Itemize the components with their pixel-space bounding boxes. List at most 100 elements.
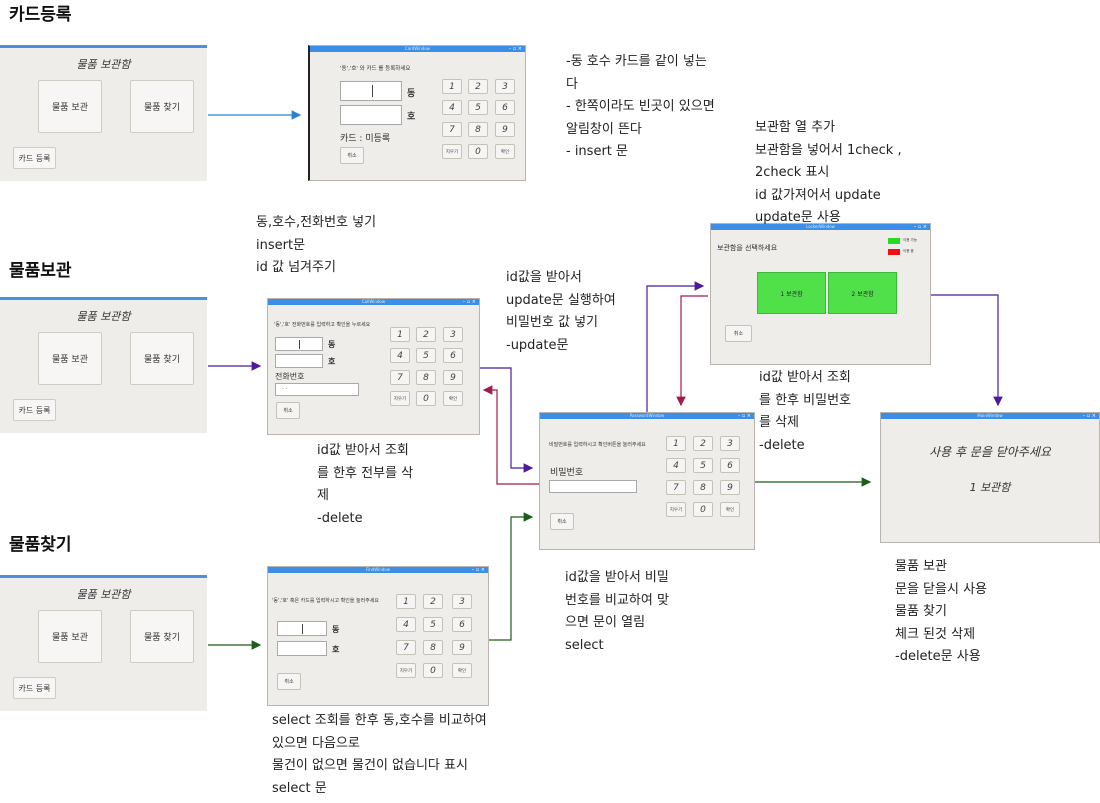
key-0[interactable]: 0 xyxy=(468,144,488,159)
note-password-update: id값을 받아서 update문 실행하여 비밀번호 값 넣기 -update문 xyxy=(506,270,616,353)
key-7[interactable]: 7 xyxy=(666,480,686,495)
note-delete-all: id값 받아서 조회 를 한후 전부를 삭 제 -delete xyxy=(317,443,414,526)
key-0[interactable]: 0 xyxy=(416,391,436,406)
note-password-select: id값을 받아서 비밀 번호를 비교하여 맞 으면 문이 열림 select xyxy=(565,570,669,653)
dong-label: 동 xyxy=(328,340,336,349)
key-1[interactable]: 1 xyxy=(666,436,686,451)
key-5[interactable]: 5 xyxy=(416,348,436,363)
key-4[interactable]: 4 xyxy=(396,617,416,632)
key-2[interactable]: 2 xyxy=(416,327,436,342)
store-button[interactable]: 물품 보관 xyxy=(38,610,102,663)
window-controls-icon: – ▫ × xyxy=(471,567,485,573)
key-1[interactable]: 1 xyxy=(396,594,416,609)
cancel-button[interactable]: 취소 xyxy=(550,513,574,530)
clear-button[interactable]: 지우기 xyxy=(396,663,416,678)
key-8[interactable]: 8 xyxy=(423,640,443,655)
key-0[interactable]: 0 xyxy=(693,502,713,517)
main-panel-title: 물품 보관함 xyxy=(76,310,131,323)
cancel-button[interactable]: 취소 xyxy=(277,673,301,690)
cancel-button[interactable]: 취소 xyxy=(725,325,752,342)
available-legend-swatch xyxy=(888,238,900,244)
window-titlebar: CardWindow– ▫ × xyxy=(310,46,525,52)
key-2[interactable]: 2 xyxy=(423,594,443,609)
clear-button[interactable]: 지우기 xyxy=(390,391,410,406)
key-4[interactable]: 4 xyxy=(442,100,462,115)
main-window: MainWindow– ▫ × 사용 후 문을 닫아주세요 1 보관함 xyxy=(880,412,1100,543)
card-register-button[interactable]: 카드 등록 xyxy=(13,147,56,169)
key-6[interactable]: 6 xyxy=(443,348,463,363)
key-7[interactable]: 7 xyxy=(396,640,416,655)
phone-input[interactable]: - - xyxy=(275,383,359,396)
key-6[interactable]: 6 xyxy=(720,458,740,473)
note-locker-update: 보관함 열 추가 보관함을 넣어서 1check , 2check 표시 id … xyxy=(755,120,902,225)
window-prompt: '동','호' 전화번호를 입력하고 확인을 누르세요 xyxy=(274,322,371,328)
key-7[interactable]: 7 xyxy=(442,122,462,137)
dong-input[interactable] xyxy=(277,621,327,636)
confirm-button[interactable]: 확인 xyxy=(443,391,463,406)
cancel-button[interactable]: 취소 xyxy=(340,147,364,164)
section-heading-store: 물품보관 xyxy=(9,261,72,281)
inuse-legend-label: 이용 중 xyxy=(903,249,914,253)
key-3[interactable]: 3 xyxy=(720,436,740,451)
key-9[interactable]: 9 xyxy=(443,370,463,385)
confirm-button[interactable]: 확인 xyxy=(495,144,515,159)
locker-2-button[interactable]: 2 보관함 xyxy=(828,272,897,314)
find-button[interactable]: 물품 찾기 xyxy=(130,610,194,663)
ho-input[interactable] xyxy=(277,641,327,656)
card-register-button[interactable]: 카드 등록 xyxy=(13,677,56,699)
card-register-button[interactable]: 카드 등록 xyxy=(13,399,56,421)
call-window: CallWindow– ▫ × '동','호' 전화번호를 입력하고 확인을 누… xyxy=(267,298,480,435)
find-button[interactable]: 물품 찾기 xyxy=(130,80,194,133)
available-legend-label: 이용 가능 xyxy=(903,238,917,242)
arrow-password-to-locker xyxy=(646,281,705,412)
cancel-button[interactable]: 취소 xyxy=(276,402,300,419)
key-4[interactable]: 4 xyxy=(390,348,410,363)
main-panel-find: 물품 보관함 물품 보관 물품 찾기 카드 등록 xyxy=(0,575,207,711)
clear-button[interactable]: 지우기 xyxy=(666,502,686,517)
key-8[interactable]: 8 xyxy=(693,480,713,495)
arrow-password-back-to-callwindow xyxy=(482,385,539,485)
key-9[interactable]: 9 xyxy=(495,122,515,137)
confirm-button[interactable]: 확인 xyxy=(452,663,472,678)
confirm-button[interactable]: 확인 xyxy=(720,502,740,517)
dong-input[interactable] xyxy=(340,81,402,101)
note-card-insert: -동 호수 카드를 같이 넣는 다 - 한쪽이라도 빈곳이 있으면 알림창이 뜬… xyxy=(566,54,715,159)
key-1[interactable]: 1 xyxy=(390,327,410,342)
card-window: CardWindow– ▫ × '동','호' 와 카드 를 등록하세요 동 호… xyxy=(308,45,526,181)
find-button[interactable]: 물품 찾기 xyxy=(130,332,194,385)
key-2[interactable]: 2 xyxy=(693,436,713,451)
dong-input[interactable] xyxy=(275,337,323,351)
window-prompt: 비밀번호를 입력하시고 확인버튼을 눌러주세요 xyxy=(549,442,646,448)
key-4[interactable]: 4 xyxy=(666,458,686,473)
ho-input[interactable] xyxy=(340,105,402,125)
key-1[interactable]: 1 xyxy=(442,79,462,94)
key-5[interactable]: 5 xyxy=(423,617,443,632)
window-controls-icon: – ▫ × xyxy=(462,299,476,305)
key-9[interactable]: 9 xyxy=(720,480,740,495)
section-heading-find: 물품찾기 xyxy=(9,535,72,555)
phone-label: 전화번호 xyxy=(275,372,305,381)
note-close-door: 물품 보관 문을 닫을시 사용 물품 찾기 체크 된것 삭제 -delete문 … xyxy=(895,559,987,664)
key-5[interactable]: 5 xyxy=(468,100,488,115)
store-button[interactable]: 물품 보관 xyxy=(38,80,102,133)
key-6[interactable]: 6 xyxy=(452,617,472,632)
key-0[interactable]: 0 xyxy=(423,663,443,678)
key-3[interactable]: 3 xyxy=(495,79,515,94)
locker-1-button[interactable]: 1 보관함 xyxy=(757,272,826,314)
ho-input[interactable] xyxy=(275,354,323,368)
store-button[interactable]: 물품 보관 xyxy=(38,332,102,385)
key-3[interactable]: 3 xyxy=(443,327,463,342)
password-input[interactable] xyxy=(549,480,637,493)
key-2[interactable]: 2 xyxy=(468,79,488,94)
key-9[interactable]: 9 xyxy=(452,640,472,655)
note-find-select: select 조회를 한후 동,호수를 비교하여 있으면 다음으로 물건이 없으… xyxy=(272,713,487,796)
key-8[interactable]: 8 xyxy=(416,370,436,385)
key-6[interactable]: 6 xyxy=(495,100,515,115)
key-3[interactable]: 3 xyxy=(452,594,472,609)
key-7[interactable]: 7 xyxy=(390,370,410,385)
window-titlebar: PasswordWindow– ▫ × xyxy=(540,413,754,419)
key-5[interactable]: 5 xyxy=(693,458,713,473)
clear-button[interactable]: 지우기 xyxy=(442,144,462,159)
key-8[interactable]: 8 xyxy=(468,122,488,137)
window-prompt: 보관함을 선택하세요 xyxy=(717,244,778,252)
